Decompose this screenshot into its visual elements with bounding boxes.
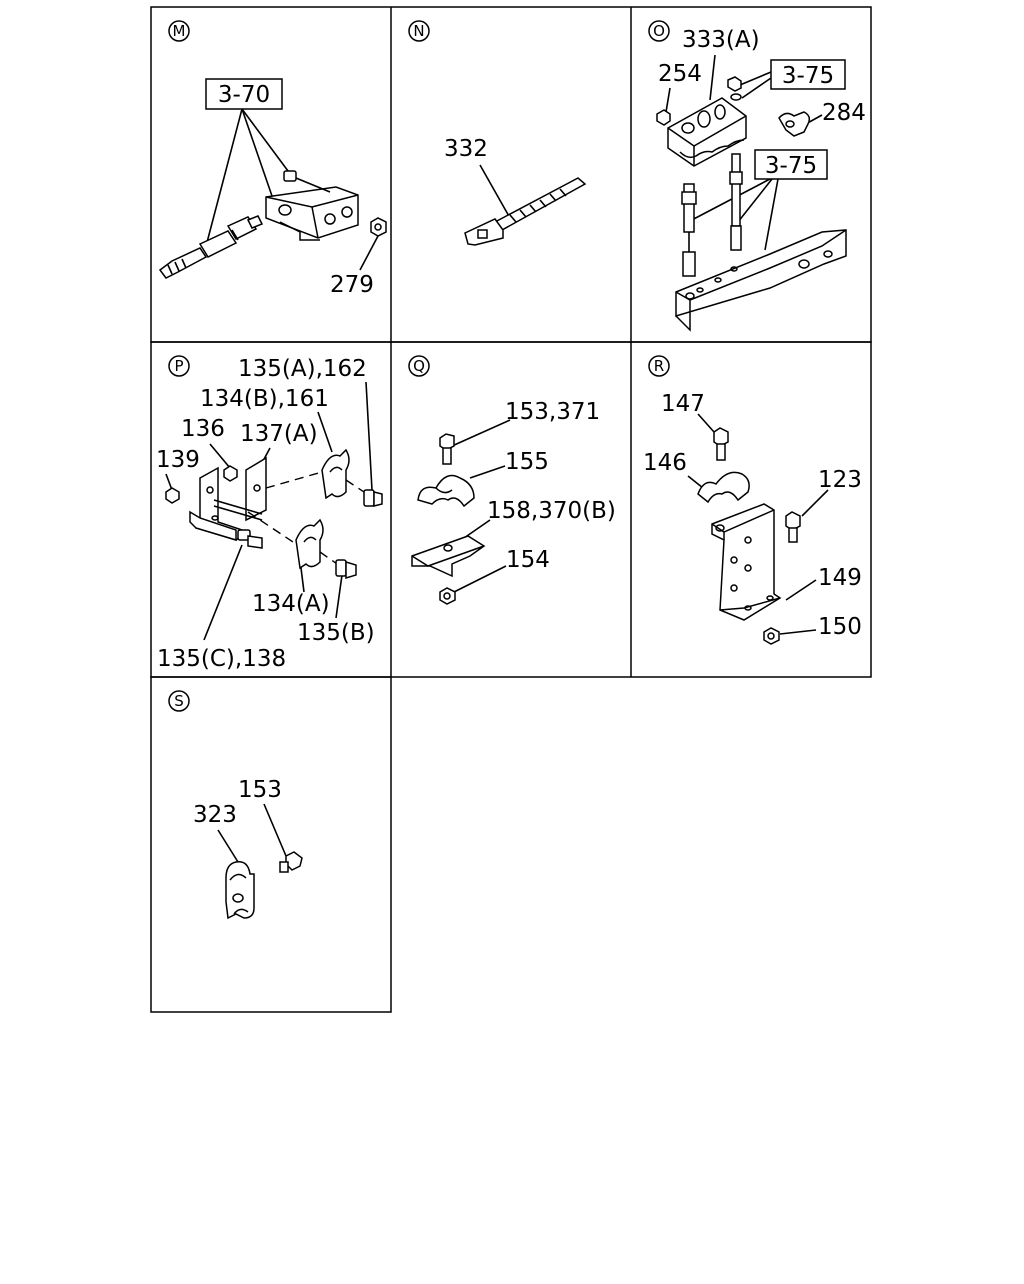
nut-part-139 [165,487,180,504]
sensor-part [158,215,264,279]
bolt-part-135a [363,489,383,507]
bracket-part-149 [711,503,782,621]
ref-box-3-75-lower[interactable]: 3-75 [754,149,828,180]
svg-text:P: P [174,357,183,375]
part-label[interactable]: 136 [181,416,225,442]
panel-letter-s: S [168,690,190,712]
panel-letter-p: P [168,355,190,377]
panel-n: N 332 [408,20,587,246]
panel-letter-r: R [648,355,670,377]
panel-frames [150,6,872,1013]
part-label[interactable]: 150 [818,614,862,640]
bolt-part-135b [335,559,357,580]
bolt-part-147 [713,427,729,461]
part-label[interactable]: 135(A),162 [238,356,367,382]
part-label[interactable]: 158,370(B) [487,498,616,524]
bolt-part-135c [237,529,263,549]
part-label[interactable]: 332 [444,136,488,162]
svg-text:R: R [654,357,664,375]
bolt-part-153 [439,433,455,465]
part-label[interactable]: 153,371 [505,399,600,425]
part-label[interactable]: 146 [643,450,687,476]
panel-letter-m: M [168,20,190,42]
part-label[interactable]: 154 [506,547,550,573]
part-label[interactable]: 333(A) [682,27,760,53]
part-label[interactable]: 134(B),161 [200,386,329,412]
part-label[interactable]: 139 [156,447,200,473]
part-label[interactable]: 135(C),138 [157,646,286,672]
bolt-part-153 [279,851,303,873]
part-label[interactable]: 149 [818,565,862,591]
clip-part-146 [697,471,750,504]
svg-text:3-75: 3-75 [782,63,834,89]
ref-box-3-75-upper[interactable]: 3-75 [770,59,846,90]
svg-text:Q: Q [413,357,425,375]
part-label[interactable]: 123 [818,467,862,493]
svg-text:N: N [413,22,424,40]
part-label[interactable]: 279 [330,272,374,298]
panel-s: S 153 323 [168,690,303,920]
frame-rail-part [675,229,847,332]
clip-part-284 [778,111,811,137]
bolt-part-123 [785,511,801,543]
panel-letter-q: Q [408,355,430,377]
ref-box-3-70[interactable]: 3-70 [205,78,283,110]
panel-letter-o: O [648,20,670,42]
nut-part-upper [727,76,742,101]
clip-part-upper [321,448,350,500]
svg-text:3-75: 3-75 [765,153,817,179]
nut-part-154 [439,587,456,605]
panel-letter-n: N [408,20,430,42]
panel-p: P 135(A),162 134(B),161 136 137(A) 139 1… [156,355,383,672]
svg-text:O: O [653,22,665,40]
part-label[interactable]: 135(B) [297,620,375,646]
part-label[interactable]: 137(A) [240,421,318,447]
svg-text:M: M [173,22,186,40]
clip-part-323 [225,861,255,920]
nut-part-279 [359,217,387,271]
part-label[interactable]: 147 [661,391,705,417]
nut-part-254 [656,109,671,126]
part-label[interactable]: 153 [238,777,282,803]
svg-text:S: S [174,692,184,710]
part-label[interactable]: 323 [193,802,237,828]
bracket-part-137 [245,456,267,522]
vertical-bracket-part [189,466,250,542]
svg-text:3-70: 3-70 [218,82,270,108]
bracket-block-part [265,186,359,241]
plate-part-158 [411,535,486,578]
clip-part-155 [417,474,475,508]
nut-part-136 [223,465,238,482]
bolt-part [283,170,331,193]
panel-m: M 3-70 [158,20,387,298]
clamp-bracket-part [667,97,747,167]
nut-part-150 [763,627,780,645]
part-label[interactable]: 155 [505,449,549,475]
clip-part-lower [295,518,324,570]
panel-q: Q 153,371 155 158,370(B) 154 [408,355,616,605]
stud-parts [681,153,743,277]
cable-tie-part [464,177,587,246]
part-label[interactable]: 134(A) [252,591,330,617]
panel-r: R 147 146 123 149 150 [643,355,862,645]
part-label[interactable]: 284 [822,100,866,126]
panel-o: O 333(A) 254 284 3-75 3-75 [648,20,866,332]
part-label[interactable]: 254 [658,61,702,87]
